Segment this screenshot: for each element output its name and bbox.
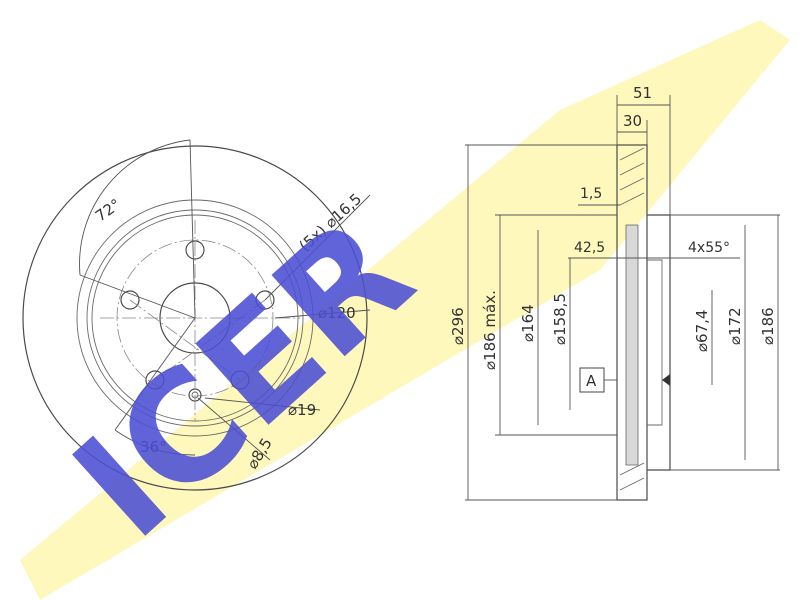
bolt-hole xyxy=(145,370,165,390)
angle-bottom-label: 36° xyxy=(140,438,167,456)
d172-label: ⌀172 xyxy=(726,307,744,345)
hat-section xyxy=(647,214,671,471)
angle-arc-72 xyxy=(79,139,191,276)
angle-ray xyxy=(114,317,196,431)
ref-mark-label: A xyxy=(586,372,597,390)
d158-label: ⌀158,5 xyxy=(551,293,569,345)
disc-outer-edge xyxy=(22,145,368,491)
hub-ring xyxy=(86,209,304,427)
chamfer-label: 4x55° xyxy=(688,240,730,256)
d67-label: ⌀67,4 xyxy=(693,310,711,352)
hat-depth-label: 42,5 xyxy=(574,240,605,256)
leader-holes xyxy=(264,194,371,301)
outer-diameter-label: ⌀296 xyxy=(449,307,467,345)
bolt-hole xyxy=(255,290,275,310)
angle-arc-36 xyxy=(114,429,196,456)
vent-hatch xyxy=(619,147,645,491)
ref-mark-box xyxy=(579,367,605,393)
angle-top-label: 72° xyxy=(92,195,124,225)
center-line xyxy=(129,299,241,381)
hub-label: ⌀19 xyxy=(288,401,316,419)
d186-label: ⌀186 xyxy=(759,307,777,345)
angle-ray xyxy=(189,139,196,319)
total-width-label: 51 xyxy=(633,84,652,102)
hat-inner xyxy=(647,259,663,426)
disc-section xyxy=(616,144,648,501)
datum-triangle xyxy=(662,374,670,386)
vent-core xyxy=(625,224,639,466)
leader-pin xyxy=(197,397,271,461)
disc-inner-ring xyxy=(76,199,314,437)
offset-label: 1,5 xyxy=(580,186,602,202)
brand-stripe xyxy=(20,20,790,600)
d164-label: ⌀164 xyxy=(519,304,537,342)
friction-max-label: ⌀186 máx. xyxy=(481,290,499,370)
section-view: 51 30 1,5 42,5 4x55° ⌀296 ⌀186 máx. ⌀164… xyxy=(449,84,780,501)
center-line xyxy=(154,299,266,381)
bolt-hole xyxy=(230,370,250,390)
angle-ray xyxy=(79,274,196,319)
leader-hub xyxy=(204,397,321,411)
disc-thickness-label: 30 xyxy=(623,112,642,130)
leader-pcd xyxy=(274,309,371,319)
pcd-label: ⌀120 xyxy=(318,304,356,322)
bolt-hole xyxy=(120,290,140,310)
